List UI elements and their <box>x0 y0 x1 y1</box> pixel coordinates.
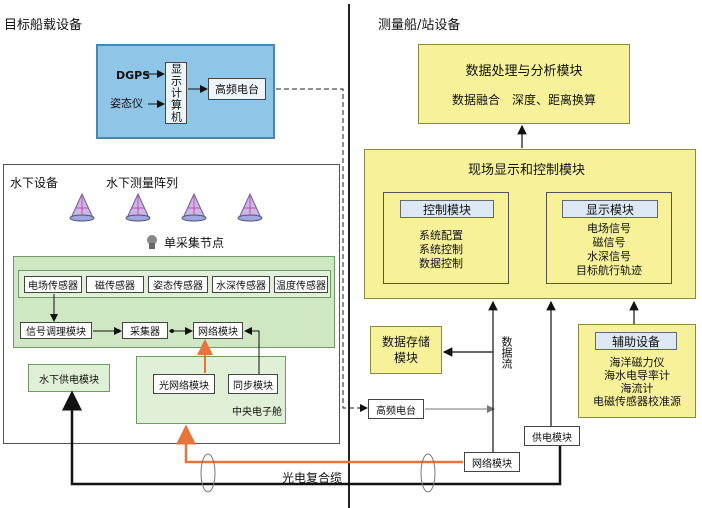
display-item: 磁信号 <box>592 236 626 249</box>
attitude-sensor: 姿态传感器 <box>148 276 208 293</box>
display-control-module <box>364 149 696 299</box>
control-item: 系统控制 <box>419 243 463 256</box>
display-item: 电场信号 <box>587 222 631 235</box>
ship-power-module: 供电模块 <box>524 426 580 446</box>
aux-items: 海洋磁力仪 海水电导率计 海流计 电磁传感器校准源 <box>580 356 694 408</box>
display-title: 显示模块 <box>562 200 658 218</box>
display-module <box>546 192 672 284</box>
central-cabin-label: 中央电子舱 <box>232 407 282 418</box>
processing-title: 数据处理与分析模块 <box>465 64 583 79</box>
array-node-icon <box>180 192 208 222</box>
array-node-icon <box>68 192 96 222</box>
node-pin-icon <box>146 235 158 249</box>
magnetic-sensor: 磁传感器 <box>86 276 144 293</box>
signal-conditioning-module: 信号调理模块 <box>20 322 92 339</box>
depth-sensor: 水深传感器 <box>212 276 270 293</box>
underwater-panel <box>3 164 340 444</box>
ship-network-module: 网络模块 <box>464 452 520 472</box>
sync-module: 同步模块 <box>228 374 278 394</box>
storage-module: 数据存储模块 <box>370 326 442 374</box>
temperature-sensor: 温度传感器 <box>274 276 328 293</box>
node-network-module: 网络模块 <box>193 322 243 339</box>
display-item: 目标航行轨迹 <box>576 264 642 277</box>
cable-label: 光电复合缆 <box>282 471 343 485</box>
control-module <box>383 192 509 284</box>
display-items: 电场信号 磁信号 水深信号 目标航行轨迹 <box>548 222 670 278</box>
underwater-power-module: 水下供电模块 <box>28 364 110 392</box>
display-computer: 显示计算机 <box>165 62 187 124</box>
left-section-title: 目标船载设备 <box>4 18 83 33</box>
electric-field-sensor: 电场传感器 <box>24 276 82 293</box>
ship-hf-radio: 高频电台 <box>368 399 424 419</box>
node-label: 单采集节点 <box>164 236 225 250</box>
section-divider <box>348 4 350 508</box>
processing-module: 数据处理与分析模块 数据融合 深度、距离换算 <box>418 44 630 124</box>
onboard-hf-radio: 高频电台 <box>208 78 266 100</box>
display-item: 水深信号 <box>587 250 631 263</box>
collector-module: 采集器 <box>122 322 168 339</box>
control-title: 控制模块 <box>400 200 494 218</box>
array-node-icon <box>124 192 152 222</box>
aux-title: 辅助设备 <box>595 332 677 350</box>
aux-item: 海流计 <box>620 382 654 395</box>
attitude-label: 姿态仪 <box>110 97 143 110</box>
processing-subtitle: 数据融合 深度、距离换算 <box>451 93 596 107</box>
array-title: 水下测量阵列 <box>106 176 179 190</box>
control-item: 数据控制 <box>419 257 463 270</box>
data-flow-label: 数据流 <box>500 336 513 369</box>
optical-network-module: 光网络模块 <box>153 374 215 394</box>
aux-item: 海水电导率计 <box>604 369 670 382</box>
aux-item: 海洋磁力仪 <box>609 356 665 369</box>
right-section-title: 测量船/站设备 <box>378 18 461 33</box>
underwater-title: 水下设备 <box>10 176 59 190</box>
dgps-label: DGPS <box>116 69 151 82</box>
aux-item: 电磁传感器校准源 <box>593 395 681 408</box>
array-node-icon <box>236 192 264 222</box>
control-item: 系统配置 <box>419 229 463 242</box>
display-control-title: 现场显示和控制模块 <box>468 163 586 178</box>
